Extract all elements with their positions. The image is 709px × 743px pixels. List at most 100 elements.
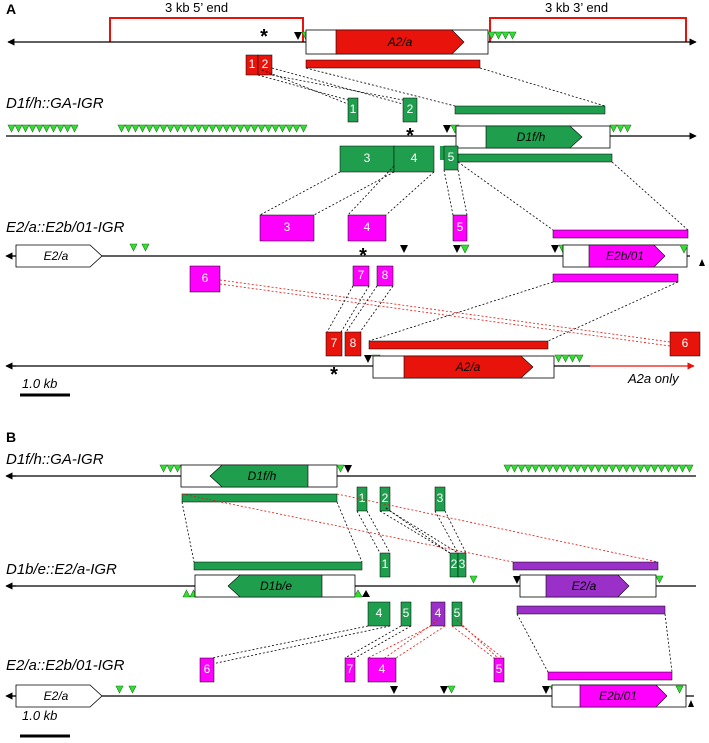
block-6 [199,657,215,683]
green-triangle-marker [503,464,512,473]
link-lines [219,279,671,347]
link-lines [367,619,504,661]
green-triangle-cluster [7,124,79,133]
green-triangle-marker [278,124,287,133]
green-triangle-cluster [117,124,308,133]
green-triangle-marker [14,124,23,133]
black-triangle-marker [364,355,372,363]
block-label: 1 [350,102,357,116]
block-3 [259,214,315,242]
green-triangle-marker [187,124,196,133]
green-triangle-marker [664,464,673,473]
block-label: 2 [262,57,269,71]
gene-d1fh-label: D1f/h [517,130,546,144]
green-triangle-marker [299,124,308,133]
green-triangle-marker [657,464,666,473]
block-label: 3 [459,557,466,571]
green-triangle-marker [42,124,51,133]
green-triangle-marker [587,464,596,473]
green-triangle-marker [552,464,561,473]
green-triangle-marker [166,124,175,133]
purple-bar [516,605,666,615]
asterisk-marker: * [359,245,367,267]
block-label: 7 [331,336,338,350]
link-lines [181,501,467,563]
row-label-d1fh: D1f/h::GA-IGR [6,451,104,468]
green-triangle-marker [685,464,694,473]
row-label-d1be-e2a: D1b/e::E2/a-IGR [6,561,117,578]
green-triangle-marker [173,124,182,133]
green-bar [193,561,363,571]
green-triangle-marker [208,124,217,133]
green-triangle-marker [510,464,519,473]
scale-label: 1.0 kb [22,708,57,723]
green-triangle-marker [601,464,610,473]
block-3 [457,552,467,578]
block-label: 1 [382,557,389,571]
green-triangle-cluster [503,464,694,473]
green-triangle-marker [671,464,680,473]
green-triangle-marker [180,124,189,133]
green-triangle-marker [622,464,631,473]
magenta-bar [547,671,673,681]
green-triangle-cluster [609,124,632,133]
black-triangle-marker [443,125,451,133]
green-bar [454,105,606,115]
gene-e2a-label: E2/a [44,689,69,703]
block-1 [379,552,391,578]
green-triangle-marker [538,464,547,473]
gene-e2b01: E2b/01 [562,244,688,268]
row-label-e2a-e2b01: E2/a::E2b/01-IGR [6,219,125,236]
bracket-5-end: 3 kb 5’ end [109,0,304,42]
red-bar-a2a [368,340,549,350]
gene-d1be-label: D1b/e [260,579,292,593]
green-triangle-marker [531,464,540,473]
red-bar-a2a [305,59,481,69]
block-4 [367,657,397,683]
block-label: 4 [376,606,383,620]
asterisk-marker: * [330,364,338,386]
green-triangle-marker [124,124,133,133]
block-5 [452,214,468,242]
block-2 [379,486,391,512]
black-triangle-marker [390,686,398,694]
block-2 [402,97,418,123]
block-label: 6 [202,271,209,285]
gene-e2a-label: E2/a [44,249,69,263]
block-label: 3 [364,151,371,165]
green-triangle-marker [222,124,231,133]
block-7 [352,265,370,287]
green-triangle-marker [250,124,259,133]
block-label: 5 [496,662,503,676]
block-2 [257,54,273,76]
green-triangle-marker [215,124,224,133]
panel-a-label: A [6,1,16,17]
block-label: 5 [454,606,461,620]
block-4 [393,145,435,173]
block-label: 6 [682,336,689,350]
panel-b-label: B [6,429,16,445]
green-triangle-marker [7,124,16,133]
row-label-d1fh: D1f/h::GA-IGR [6,95,104,112]
green-triangle-marker [524,464,533,473]
gene-d1fh-label: D1f/h [248,469,277,483]
link-lines [257,67,606,107]
block-label: 3 [437,491,444,505]
block-7 [325,331,343,357]
green-triangle-marker [285,124,294,133]
gene-e2b01-label: E2b/01 [599,689,637,703]
green-triangle-cluster [487,31,517,40]
green-triangle-marker [56,124,65,133]
green-triangle-marker [243,124,252,133]
block-7 [344,657,356,683]
magenta-bar [552,273,679,283]
green-triangle-marker [21,124,30,133]
block-label: 7 [347,662,354,676]
block-label: 1 [249,57,256,71]
green-triangle-marker [271,124,280,133]
block-label: 4 [435,606,442,620]
green-triangle-marker [257,124,266,133]
gene-a2a: A2/a [305,29,489,55]
